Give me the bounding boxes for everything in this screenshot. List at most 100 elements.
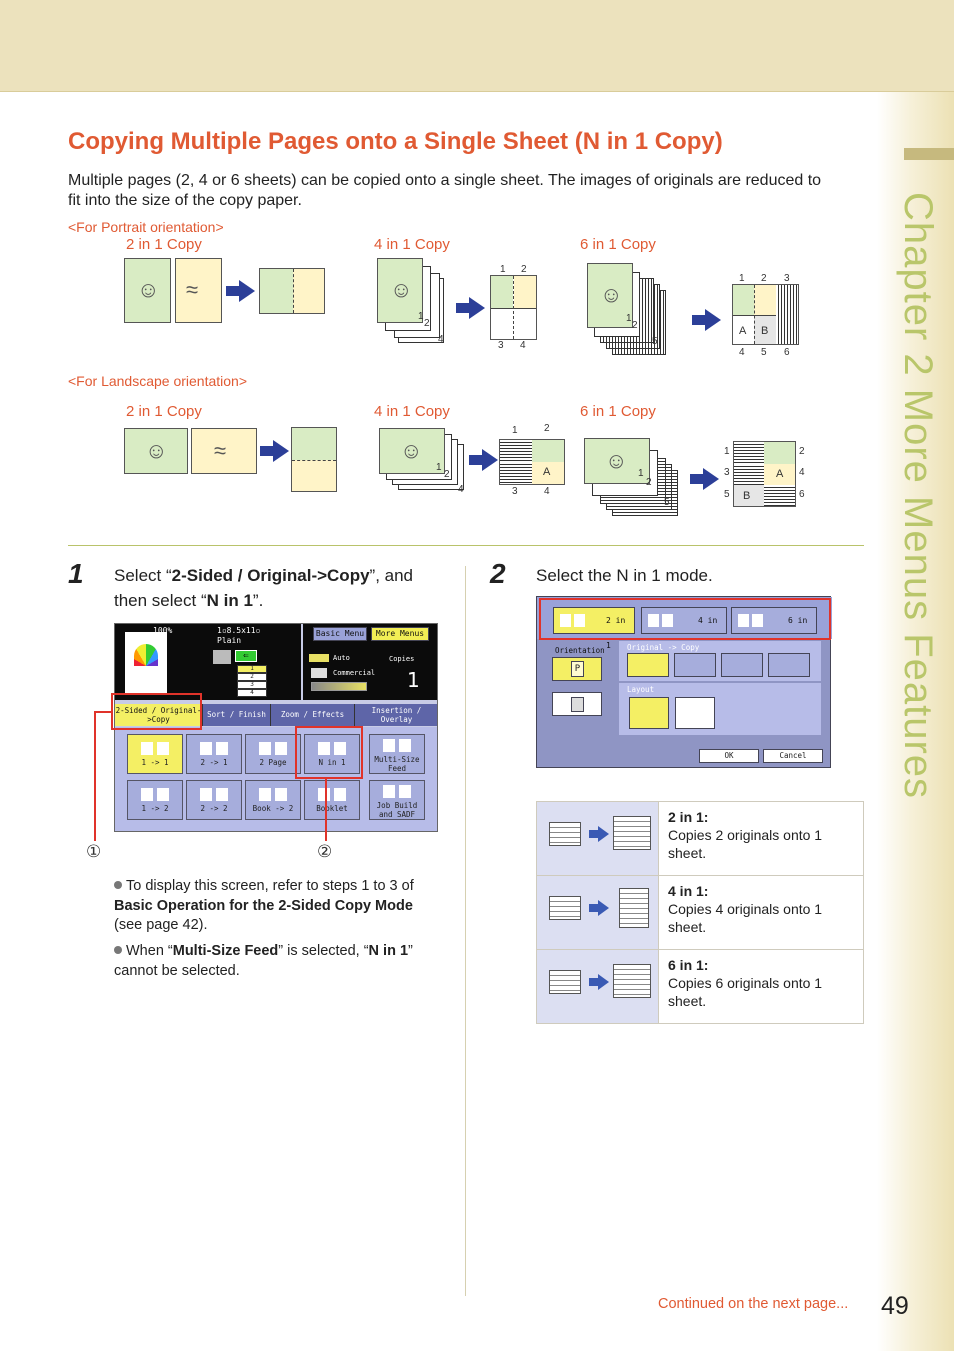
label-1: 1 [436, 462, 442, 473]
arrow-icon [226, 280, 256, 302]
label-4: 4 [544, 486, 550, 497]
zoom-value: 100% [153, 626, 173, 635]
original-page-2: ≈ [175, 258, 222, 323]
tile-booklet[interactable]: Booklet [304, 780, 360, 820]
note-1: To display this screen, refer to steps 1… [114, 878, 414, 933]
table-cell: 4 in 1:Copies 4 originals onto 1 sheet. [658, 875, 864, 950]
copy-sheet: A B [733, 441, 796, 507]
arrow-icon [456, 297, 486, 319]
tile-job-build-sadf[interactable]: Job Build and SADF [369, 780, 425, 820]
portrait-6in1-caption: 6 in 1 Copy [580, 236, 656, 253]
intro-text: Multiple pages (2, 4 or 6 sheets) can be… [68, 172, 822, 209]
highlight-mode-buttons [539, 598, 831, 640]
table-row: 2 in 1:Copies 2 originals onto 1 sheet. [536, 801, 864, 876]
step-1-text: Select “2-Sided / Original->Copy”, and t… [114, 566, 414, 610]
label-3: 3 [784, 273, 790, 284]
status-area: 100% 1▫8.5x11▫ Plain ⇐ 1 2 3 4 [115, 624, 301, 700]
mode-6in1-button[interactable]: 6 in 1 [731, 607, 817, 650]
orig-copy-option-2[interactable] [674, 653, 716, 677]
arrow-icon [692, 309, 722, 331]
density-bar [311, 682, 367, 691]
cancel-button[interactable]: Cancel [763, 749, 823, 763]
rainbow-icon [134, 644, 158, 666]
orientation-portrait-button[interactable]: P [552, 657, 602, 681]
side-strip [877, 92, 954, 1351]
label-4: 4 [520, 340, 526, 351]
bullet-icon [114, 946, 122, 954]
tab-zoom-effects[interactable]: Zoom / Effects [271, 704, 355, 726]
label-5: 5 [652, 336, 658, 347]
tile-book-to-2[interactable]: Book -> 2 [245, 780, 301, 820]
highlight-n-in-1 [295, 726, 363, 779]
label-5: 5 [724, 489, 730, 500]
step-1-number: 1 [68, 558, 84, 589]
label-6: 6 [784, 347, 790, 358]
orig-copy-option-4[interactable] [768, 653, 810, 677]
layout-right-to-left-button[interactable] [675, 697, 715, 729]
tile-2-to-2[interactable]: 2 -> 2 [186, 780, 242, 820]
label-1: 1 [512, 425, 518, 436]
label-2: 2 [799, 446, 805, 457]
copy-sheet: A [499, 439, 565, 485]
label-4: 4 [458, 484, 464, 495]
tray-arrow-icon: ⇐ [235, 650, 257, 662]
more-menus-button[interactable]: More Menus [371, 627, 429, 641]
paper-size: 1▫8.5x11▫ [217, 626, 261, 635]
landscape-heading: <For Landscape orientation> [68, 373, 248, 389]
basic-menu-button[interactable]: Basic Menu [313, 627, 367, 641]
tile-n-in-1[interactable]: N in 1 [304, 734, 360, 774]
label-1: 1 [724, 446, 730, 457]
label-A: A [543, 466, 551, 478]
tile-2-to-1[interactable]: 2 -> 1 [186, 734, 242, 774]
header-band [0, 0, 954, 92]
tab-2-sided-original-copy[interactable]: 2-Sided / Original->Copy [115, 704, 203, 726]
tab-sort-finish[interactable]: Sort / Finish [203, 704, 271, 726]
tab-insertion-overlay[interactable]: Insertion / Overlay [355, 704, 437, 726]
copy-sheet [291, 427, 337, 492]
settings-area: Basic Menu More Menus Auto Copies Commer… [303, 624, 437, 700]
table-row: 6 in 1:Copies 6 originals onto 1 sheet. [536, 949, 864, 1024]
layout-label: Layout [627, 685, 655, 694]
orig-copy-option-3[interactable] [721, 653, 763, 677]
tile-2-page[interactable]: 2 Page [245, 734, 301, 774]
orientation-landscape-button[interactable] [552, 692, 602, 716]
tile-1-to-2[interactable]: 1 -> 2 [127, 780, 183, 820]
original-stack: ☺ [379, 428, 445, 474]
label-B: B [761, 325, 769, 337]
tile-1-to-1[interactable]: 1 -> 1 [127, 734, 183, 774]
auto-label: Auto [333, 654, 350, 662]
2in1-icon [536, 801, 659, 876]
ok-button[interactable]: OK [699, 749, 759, 763]
label-3: 3 [498, 340, 504, 351]
layout-left-to-right-button[interactable] [629, 697, 669, 729]
label-6: 6 [799, 489, 805, 500]
section-divider [68, 545, 864, 546]
orig-copy-option-1[interactable] [627, 653, 669, 677]
mode-2-in-1-button[interactable]: 2 in 1 [553, 607, 635, 650]
label-2: 2 [521, 264, 527, 275]
label-1: 1 [500, 264, 506, 275]
label-1: 1 [626, 313, 632, 324]
label-5: 5 [761, 347, 767, 358]
label-1: 1 [418, 311, 424, 322]
tray-icon [213, 650, 231, 664]
leader-line [325, 779, 327, 841]
landscape-2in1-caption: 2 in 1 Copy [126, 403, 202, 420]
bullet-icon [114, 881, 122, 889]
6in1-icon [536, 949, 659, 1024]
label-B: B [743, 490, 751, 502]
copies-label: Copies [389, 655, 415, 663]
label-3: 3 [512, 486, 518, 497]
original-stack: ☺ [587, 263, 633, 328]
page-title: Copying Multiple Pages onto a Single She… [68, 128, 723, 155]
landscape-6in1-caption: 6 in 1 Copy [580, 403, 656, 420]
mode-4-in-1-button[interactable]: 4 in 1 [641, 607, 727, 650]
arrow-icon [469, 449, 499, 471]
page-number: 49 [881, 1292, 909, 1320]
table-row: 4 in 1:Copies 4 originals onto 1 sheet. [536, 875, 864, 950]
tile-multi-size-feed[interactable]: Multi-Size Feed [369, 734, 425, 774]
label-2: 2 [632, 320, 638, 331]
portrait-4in1-caption: 4 in 1 Copy [374, 236, 450, 253]
paper-type: Plain [217, 636, 242, 645]
label-4: 4 [799, 467, 805, 478]
